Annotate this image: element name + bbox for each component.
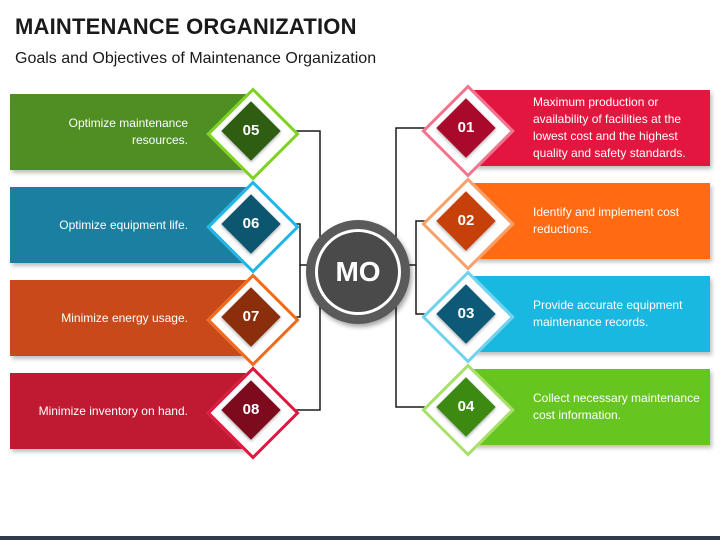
page-subtitle: Goals and Objectives of Maintenance Orga… [15,50,377,67]
goal-text-06: Optimize equipment life. [59,217,188,232]
page-title: MAINTENANCE ORGANIZATION [15,14,357,39]
center-circle: MO [306,220,410,324]
goal-text-08: Minimize inventory on hand. [38,403,188,418]
goal-text-07: Minimize energy usage. [61,310,188,325]
badge-number-07: 07 [242,308,260,325]
goal-text-05: Optimize maintenance resources. [68,116,188,147]
center-label: MO [315,229,401,315]
goal-text-04: Collect necessary maintenance cost infor… [533,391,700,422]
goal-box-04: Collect necessary maintenance cost infor… [468,369,710,445]
badge-number-06: 06 [242,215,260,232]
badge-number-08: 08 [242,401,260,418]
badge-number-03: 03 [457,305,475,322]
badge-number-02: 02 [457,212,475,229]
badge-number-01: 01 [457,119,475,136]
badge-number-05: 05 [242,122,260,139]
goal-box-05: Optimize maintenance resources. [10,94,250,170]
goal-text-02: Identify and implement cost reductions. [533,205,680,236]
badge-number-04: 04 [457,398,475,415]
goal-text-03: Provide accurate equipment maintenance r… [533,298,683,329]
goal-text-01: Maximum production or availability of fa… [533,95,686,160]
footer-bar [0,536,720,540]
